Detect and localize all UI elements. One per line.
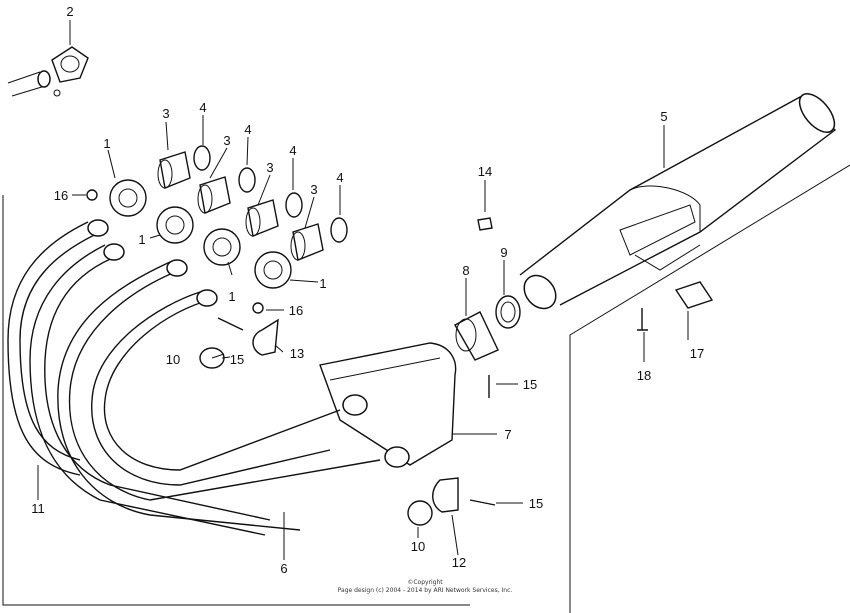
exhaust-pipes bbox=[7, 219, 381, 536]
callout-4: 4 bbox=[289, 143, 296, 158]
callout-17: 17 bbox=[690, 346, 704, 361]
callout-16: 16 bbox=[54, 188, 68, 203]
callout-8: 8 bbox=[462, 263, 469, 278]
callout-11: 11 bbox=[31, 501, 45, 516]
part-15-bolts bbox=[217, 317, 496, 506]
callout-3: 3 bbox=[310, 182, 317, 197]
part-10-collars bbox=[199, 347, 433, 526]
callout-13: 13 bbox=[290, 346, 304, 361]
callout-15: 15 bbox=[529, 496, 543, 511]
callout-14: 14 bbox=[478, 164, 492, 179]
boundary-line-right bbox=[569, 164, 850, 613]
callout-3: 3 bbox=[223, 133, 230, 148]
callout-3: 3 bbox=[266, 160, 273, 175]
callout-1: 1 bbox=[103, 136, 110, 151]
part-18-bolt bbox=[637, 308, 648, 331]
part-9-collar bbox=[495, 295, 521, 329]
callout-15: 15 bbox=[230, 352, 244, 367]
part-8-band bbox=[454, 311, 499, 361]
part-13-clamp bbox=[252, 318, 279, 356]
callout-18: 18 bbox=[637, 368, 651, 383]
callout-4: 4 bbox=[336, 170, 343, 185]
callout-7: 7 bbox=[504, 427, 511, 442]
part-14-nut bbox=[477, 217, 493, 231]
callout-3: 3 bbox=[162, 106, 169, 121]
copyright-title: ©Copyright bbox=[407, 579, 443, 586]
callout-9: 9 bbox=[500, 245, 507, 260]
part-5-muffler bbox=[519, 93, 837, 310]
callout-10: 10 bbox=[166, 352, 180, 367]
part-1-flanges bbox=[109, 179, 292, 289]
part-17-rubber bbox=[674, 281, 714, 309]
part-2-pipe-joint bbox=[7, 46, 89, 97]
part-4-rings bbox=[193, 145, 348, 243]
callout-4: 4 bbox=[199, 100, 206, 115]
boundary-line-left bbox=[2, 195, 470, 606]
callout-12: 12 bbox=[452, 555, 466, 570]
callout-16: 16 bbox=[289, 303, 303, 318]
part-7-collector bbox=[319, 342, 457, 468]
callout-1: 1 bbox=[138, 232, 145, 247]
leader-lines bbox=[37, 20, 689, 560]
callout-15: 15 bbox=[523, 377, 537, 392]
callout-labels: 1 1 1 1 2 3 3 3 3 4 4 4 4 5 6 7 8 9 10 1… bbox=[31, 4, 704, 576]
callout-1: 1 bbox=[228, 289, 235, 304]
callout-1: 1 bbox=[319, 276, 326, 291]
copyright-notice: Page design (c) 2004 - 2014 by ARI Netwo… bbox=[338, 587, 513, 594]
callout-4: 4 bbox=[244, 122, 251, 137]
callout-6: 6 bbox=[280, 561, 287, 576]
part-3-collars bbox=[157, 151, 324, 261]
callout-2: 2 bbox=[66, 4, 73, 19]
callout-10: 10 bbox=[411, 539, 425, 554]
callout-5: 5 bbox=[660, 109, 667, 124]
part-16-nuts bbox=[86, 189, 264, 314]
part-12-clamp bbox=[432, 477, 459, 513]
